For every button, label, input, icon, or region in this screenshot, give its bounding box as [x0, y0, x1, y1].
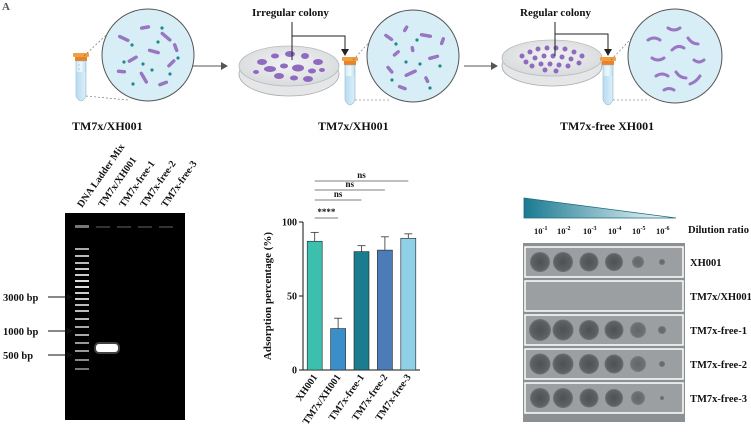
panel-letter: A	[2, 1, 10, 13]
culture-tube-icon	[73, 53, 89, 102]
bar	[400, 237, 417, 371]
petri-dish-icon	[501, 39, 603, 87]
ladder-bands	[75, 225, 89, 370]
magnified-cells-icon	[366, 9, 460, 103]
bar	[330, 328, 346, 371]
tube-label-2: TM7x/XH001	[318, 119, 389, 133]
colony-spot	[553, 252, 573, 272]
magnified-cells-icon	[101, 8, 195, 102]
significance-label: ns	[334, 189, 343, 199]
colony-spot	[659, 259, 665, 265]
dilution-label: 10-6	[656, 226, 670, 236]
irregular-colony-label: Irregular colony	[252, 7, 329, 19]
spot-plate-row	[524, 280, 684, 312]
dilution-label: 10-2	[557, 226, 571, 236]
colony-spot	[659, 361, 665, 367]
significance-label: ns	[346, 179, 355, 189]
pcr-band	[96, 344, 118, 352]
gel-marker-label: 1000 bp	[3, 327, 38, 338]
colony-spot	[530, 252, 550, 272]
colony-spot	[579, 354, 599, 374]
culture-tube-icon	[600, 57, 616, 106]
gel-marker-arrowhead	[67, 352, 73, 358]
petri-dish-icon	[238, 45, 340, 97]
colony-spot	[552, 319, 574, 341]
gel-marker-label: 500 bp	[3, 351, 33, 362]
bar	[377, 249, 393, 371]
spot-assay-rows: XH001TM7x/XH001TM7x-free-1TM7x-free-2TM7…	[524, 246, 751, 414]
colony-spot	[632, 256, 644, 268]
colony-spot	[604, 320, 624, 340]
spot-row-label: TM7x/XH001	[690, 292, 751, 303]
y-tick-label: 0	[292, 366, 297, 377]
significance-label: ****	[317, 207, 336, 217]
gel-marker-arrowhead	[67, 328, 73, 334]
spot-plate-row	[524, 246, 684, 278]
dilution-labels: 10-1 10-2 10-3 10-4 10-5 10-6	[534, 226, 670, 236]
bar	[306, 240, 323, 371]
spot-row-label: TM7x-free-3	[690, 394, 747, 405]
colony-spot	[579, 252, 599, 272]
gel-marker-label: 3000 bp	[3, 293, 38, 304]
dilution-label: 10-1	[534, 226, 548, 236]
colony-spot	[605, 253, 623, 271]
y-tick-label: 100	[282, 218, 297, 229]
spot-row-label: TM7x-free-1	[690, 326, 747, 337]
dilution-gradient-wedge	[523, 197, 677, 219]
tube-label-1: TM7x/XH001	[72, 119, 143, 133]
gel-image	[65, 213, 185, 420]
dilution-label: 10-4	[608, 226, 622, 236]
dilution-label: 10-3	[583, 226, 597, 236]
regular-colony-label: Regular colony	[520, 7, 591, 19]
spot-plate-row	[524, 382, 684, 414]
spot-row-label: XH001	[690, 258, 722, 269]
dilution-label: 10-5	[632, 226, 646, 236]
spot-plate-row	[524, 314, 684, 346]
bar	[353, 251, 370, 371]
colony-spot	[605, 389, 623, 407]
colony-spot	[579, 320, 599, 340]
gel-size-markers: 3000 bp 1000 bp 500 bp	[3, 293, 73, 362]
y-axis-label: Adsorption percentage (%)	[262, 232, 274, 360]
colony-spot	[579, 388, 599, 408]
magnified-cells-icon	[627, 8, 723, 104]
tube-label-3: TM7x-free XH001	[560, 119, 654, 133]
colony-spot	[553, 388, 573, 408]
colony-spot	[529, 319, 551, 341]
colony-spot	[529, 353, 551, 375]
y-tick-label: 50	[287, 292, 297, 303]
well-marks	[96, 226, 173, 228]
colony-spot	[630, 322, 646, 338]
significance-label: ns	[357, 170, 366, 180]
colony-spot	[552, 353, 574, 375]
colony-spot	[630, 356, 646, 372]
colony-spot	[631, 391, 645, 405]
colony-spot	[660, 396, 664, 400]
colony-spot	[658, 326, 666, 334]
culture-tube-icon	[342, 57, 358, 106]
gel-marker-arrowhead	[67, 294, 73, 300]
dilution-ratio-title: Dilution ratio	[688, 225, 749, 236]
colony-spot	[604, 354, 624, 374]
spot-plate-row	[524, 348, 684, 380]
colony-spot	[530, 388, 550, 408]
gel-lane-labels: DNA Ladder MixTM7x/XH001TM7x-free-1TM7x-…	[75, 142, 199, 210]
spot-row-label: TM7x-free-2	[690, 360, 747, 371]
